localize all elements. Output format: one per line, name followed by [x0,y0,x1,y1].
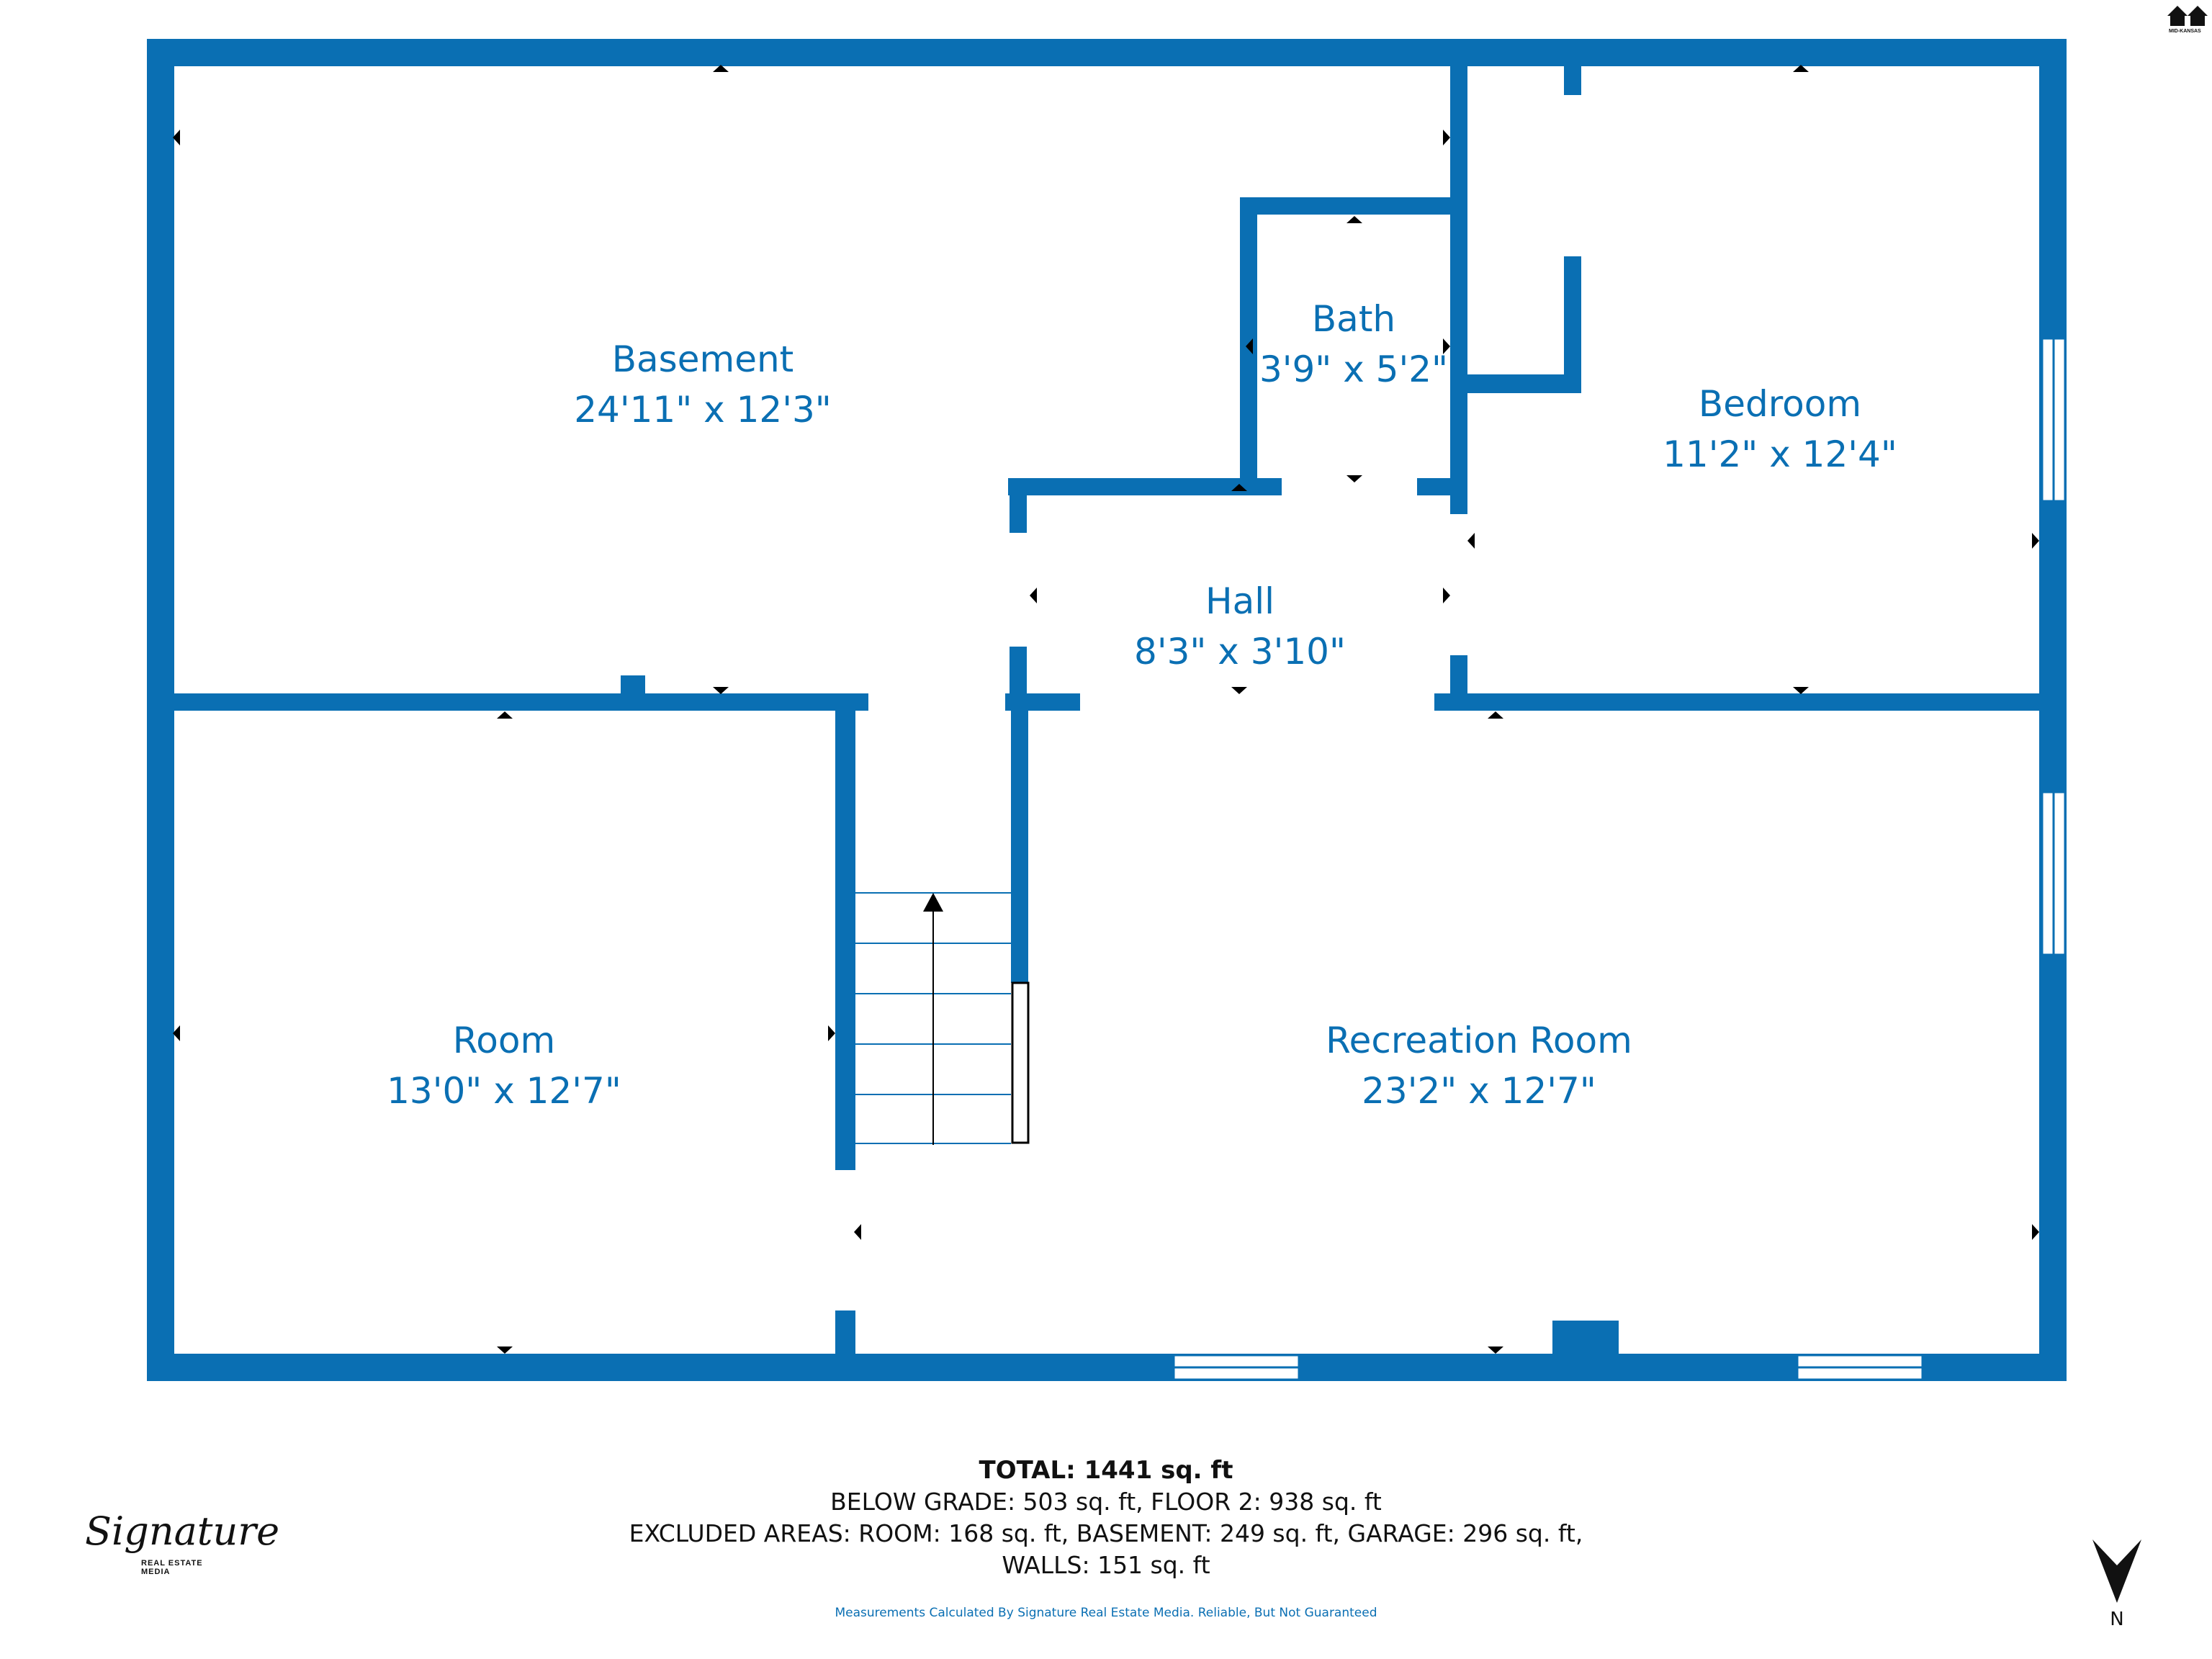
room-dims-bedroom: 11'2" x 12'4" [1663,433,1897,475]
logo-subtitle: REAL ESTATE MEDIA [141,1559,203,1576]
room-dims-recreation-room: 23'2" x 12'7" [1362,1070,1596,1112]
room-name-bedroom: Bedroom [1699,383,1861,425]
room-name-room: Room [453,1020,555,1061]
area-summary-line-1: BELOW GRADE: 503 sq. ft, FLOOR 2: 938 sq… [830,1488,1382,1516]
compass: N [2088,1537,2146,1630]
corner-logo-text: MID-KANSAS [2169,29,2201,34]
area-summary-line-3: WALLS: 151 sq. ft [1002,1551,1210,1579]
room-dims-basement: 24'11" x 12'3" [574,389,832,431]
disclaimer: Measurements Calculated By Signature Rea… [835,1606,1377,1620]
room-dims-hall: 8'3" x 3'10" [1134,631,1346,673]
total-label: TOTAL: [979,1456,1076,1485]
signature-logo: Signature REAL ESTATE MEDIA [78,1501,279,1581]
total-value: 1441 sq. ft [1084,1456,1233,1485]
walls [147,39,2067,1381]
room-dims-room: 13'0" x 12'7" [387,1070,621,1112]
room-labels: Basement 24'11" x 12'3" Bath 3'9" x 5'2"… [387,298,1897,1112]
room-name-hall: Hall [1205,580,1274,622]
room-name-basement: Basement [612,338,794,380]
stair-arrow-icon [923,893,943,1145]
room-name-bath: Bath [1312,298,1395,340]
north-label: N [2110,1609,2124,1630]
corner-logo: MID-KANSAS [2166,1,2211,37]
house-icon [2167,6,2208,26]
windows [1172,337,2067,1381]
dimension-markers [173,65,2039,1354]
north-arrow-icon [2092,1539,2141,1603]
stairs [855,892,1030,1144]
room-name-recreation-room: Recreation Room [1326,1020,1632,1061]
area-summary-line-2: EXCLUDED AREAS: ROOM: 168 sq. ft, BASEME… [629,1519,1583,1547]
logo-script: Signature [85,1509,280,1554]
total-area: TOTAL: 1441 sq. ft [0,1456,2212,1485]
room-dims-bath: 3'9" x 5'2" [1259,349,1448,390]
